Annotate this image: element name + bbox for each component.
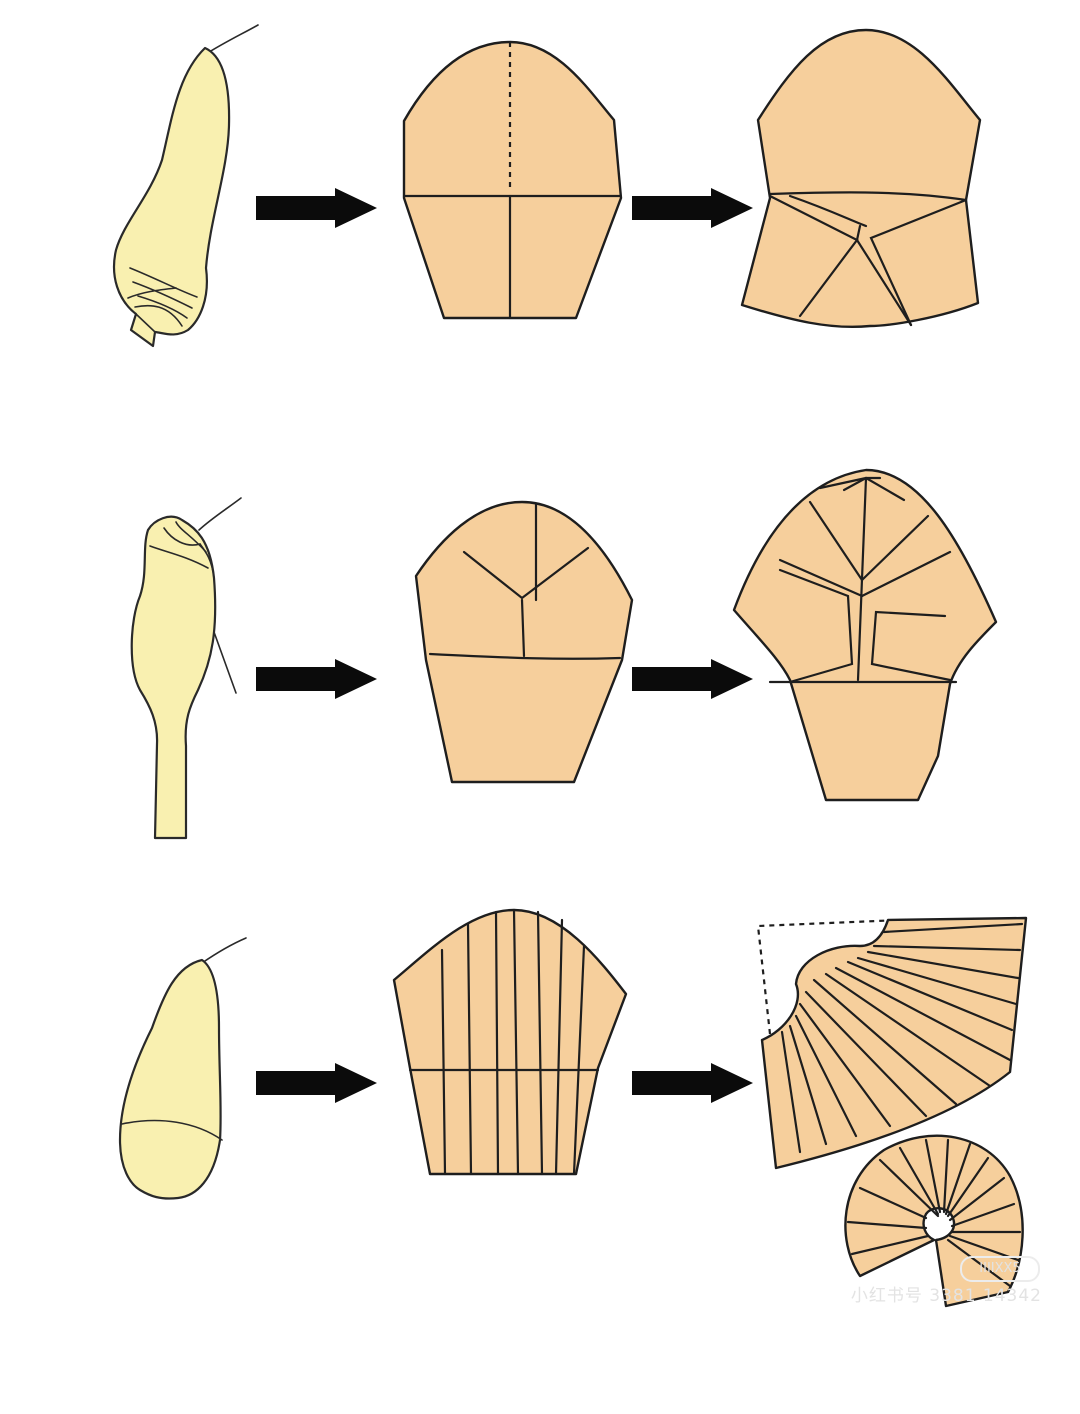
row-1 bbox=[112, 24, 982, 348]
row-2 bbox=[130, 468, 998, 840]
row-3 bbox=[118, 908, 1028, 1308]
arrow-right-icon bbox=[256, 188, 377, 228]
base-sleeve-pattern bbox=[392, 908, 628, 1176]
watermark-text: 小红书号 3381 14342 bbox=[850, 1286, 1042, 1306]
slash-spread-sleeve-pattern bbox=[732, 468, 998, 802]
watermark-badge: IIIIXX5 bbox=[960, 1256, 1040, 1282]
flared-sleeve-illustration bbox=[118, 937, 247, 1200]
arrow-right-icon bbox=[632, 659, 753, 699]
base-sleeve-pattern bbox=[414, 500, 634, 784]
puffed-cap-sleeve-illustration bbox=[130, 497, 242, 840]
ruffle-ring-pattern bbox=[844, 1134, 1024, 1308]
slash-spread-sleeve-pattern bbox=[756, 916, 1028, 1170]
arrow-right-icon bbox=[632, 188, 753, 228]
arrow-right-icon bbox=[256, 1063, 377, 1103]
arrow-right-icon bbox=[632, 1063, 753, 1103]
gathered-cuff-sleeve-illustration bbox=[112, 24, 259, 348]
arrow-right-icon bbox=[256, 659, 377, 699]
base-sleeve-pattern bbox=[402, 40, 623, 320]
slash-spread-sleeve-pattern bbox=[740, 28, 982, 329]
